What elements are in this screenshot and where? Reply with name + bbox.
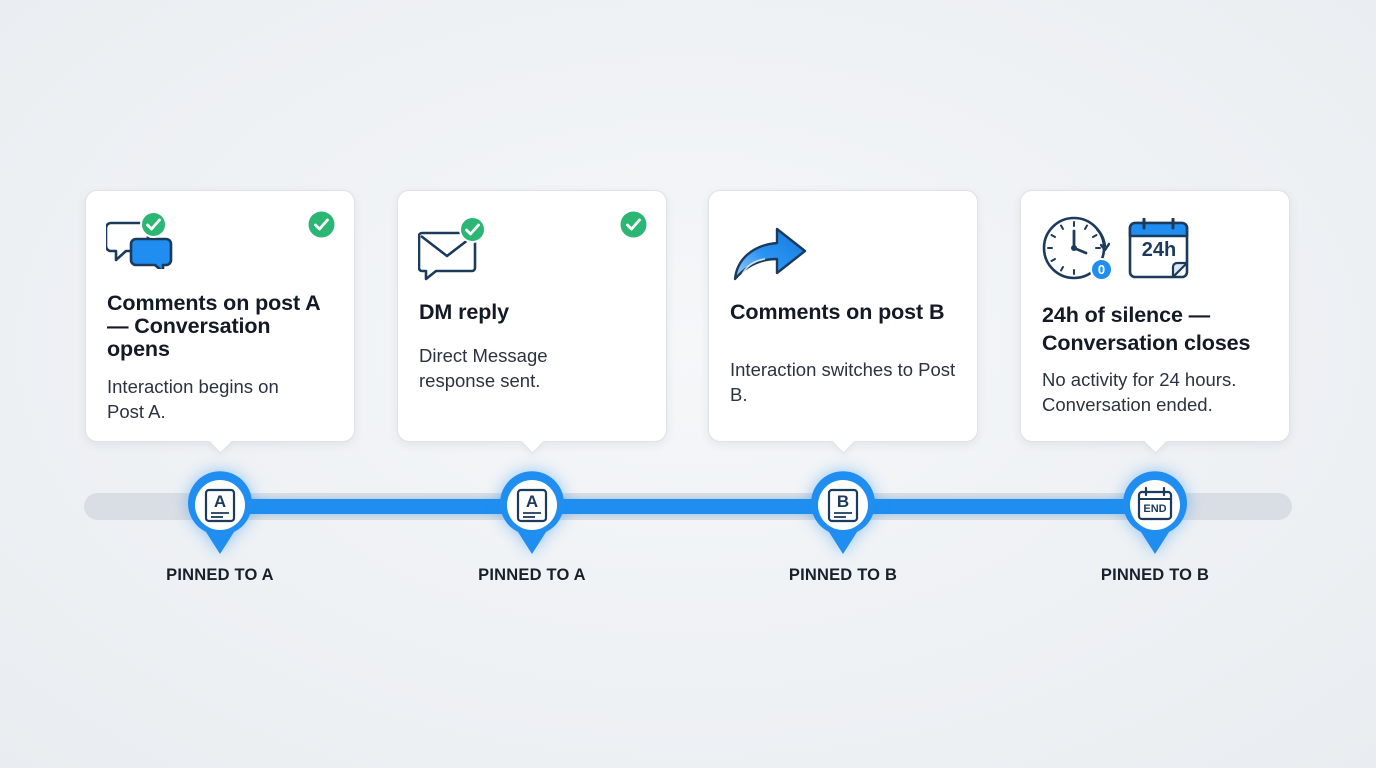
pin-label: PINNED TO B xyxy=(788,566,898,584)
step-description: Interaction begins on Post A. xyxy=(107,376,279,422)
calendar-icon: 24h xyxy=(1128,218,1190,280)
check-icon xyxy=(308,211,335,238)
timeline-pin-1[interactable]: A xyxy=(185,470,255,556)
timeline-pin-2[interactable]: A xyxy=(497,470,567,556)
pin-label: PINNED TO A xyxy=(478,566,586,584)
chat-bubbles-icon xyxy=(106,221,173,269)
step-card-4: 0 24h 24h of silence — Conversation clos… xyxy=(1020,190,1290,442)
step-card-1: Comments on post A — Conversation opens … xyxy=(85,190,355,442)
timeline-pin-4[interactable]: END xyxy=(1120,470,1190,556)
step-title: 24h of silence — Conversation closes xyxy=(1042,303,1251,355)
step-description: Interaction switches to Post B. xyxy=(730,359,956,405)
clock-icon xyxy=(1042,216,1111,280)
pin-letter: B xyxy=(836,492,850,511)
step-card-3: Comments on post B Interaction switches … xyxy=(708,190,978,442)
step-description: Direct Message response sent. xyxy=(419,345,548,391)
step-title: Comments on post A — Conversation opens xyxy=(107,291,320,361)
pin-letter: A xyxy=(525,492,539,511)
pin-label: PINNED TO B xyxy=(1100,566,1210,584)
pin-label: PINNED TO A xyxy=(166,566,274,584)
forward-arrow-icon xyxy=(733,227,807,281)
step-card-2: DM reply Direct Message response sent. xyxy=(397,190,667,442)
small-check-icon xyxy=(459,216,486,243)
small-check-icon xyxy=(140,211,167,238)
pin-letter: END xyxy=(1143,503,1167,515)
step-description: No activity for 24 hours. Conversation e… xyxy=(1042,369,1237,415)
check-icon xyxy=(620,211,647,238)
step-title: Comments on post B xyxy=(730,300,945,324)
clock-badge-count: 0 xyxy=(1097,262,1106,277)
step-title: DM reply xyxy=(419,300,509,324)
pin-letter: A xyxy=(213,492,227,511)
calendar-frame xyxy=(1128,218,1189,279)
calendar-label: 24h xyxy=(1141,239,1177,261)
timeline-pin-3[interactable]: B xyxy=(808,470,878,556)
clock-badge: 0 xyxy=(1090,258,1113,281)
timeline-progress xyxy=(218,499,1158,514)
